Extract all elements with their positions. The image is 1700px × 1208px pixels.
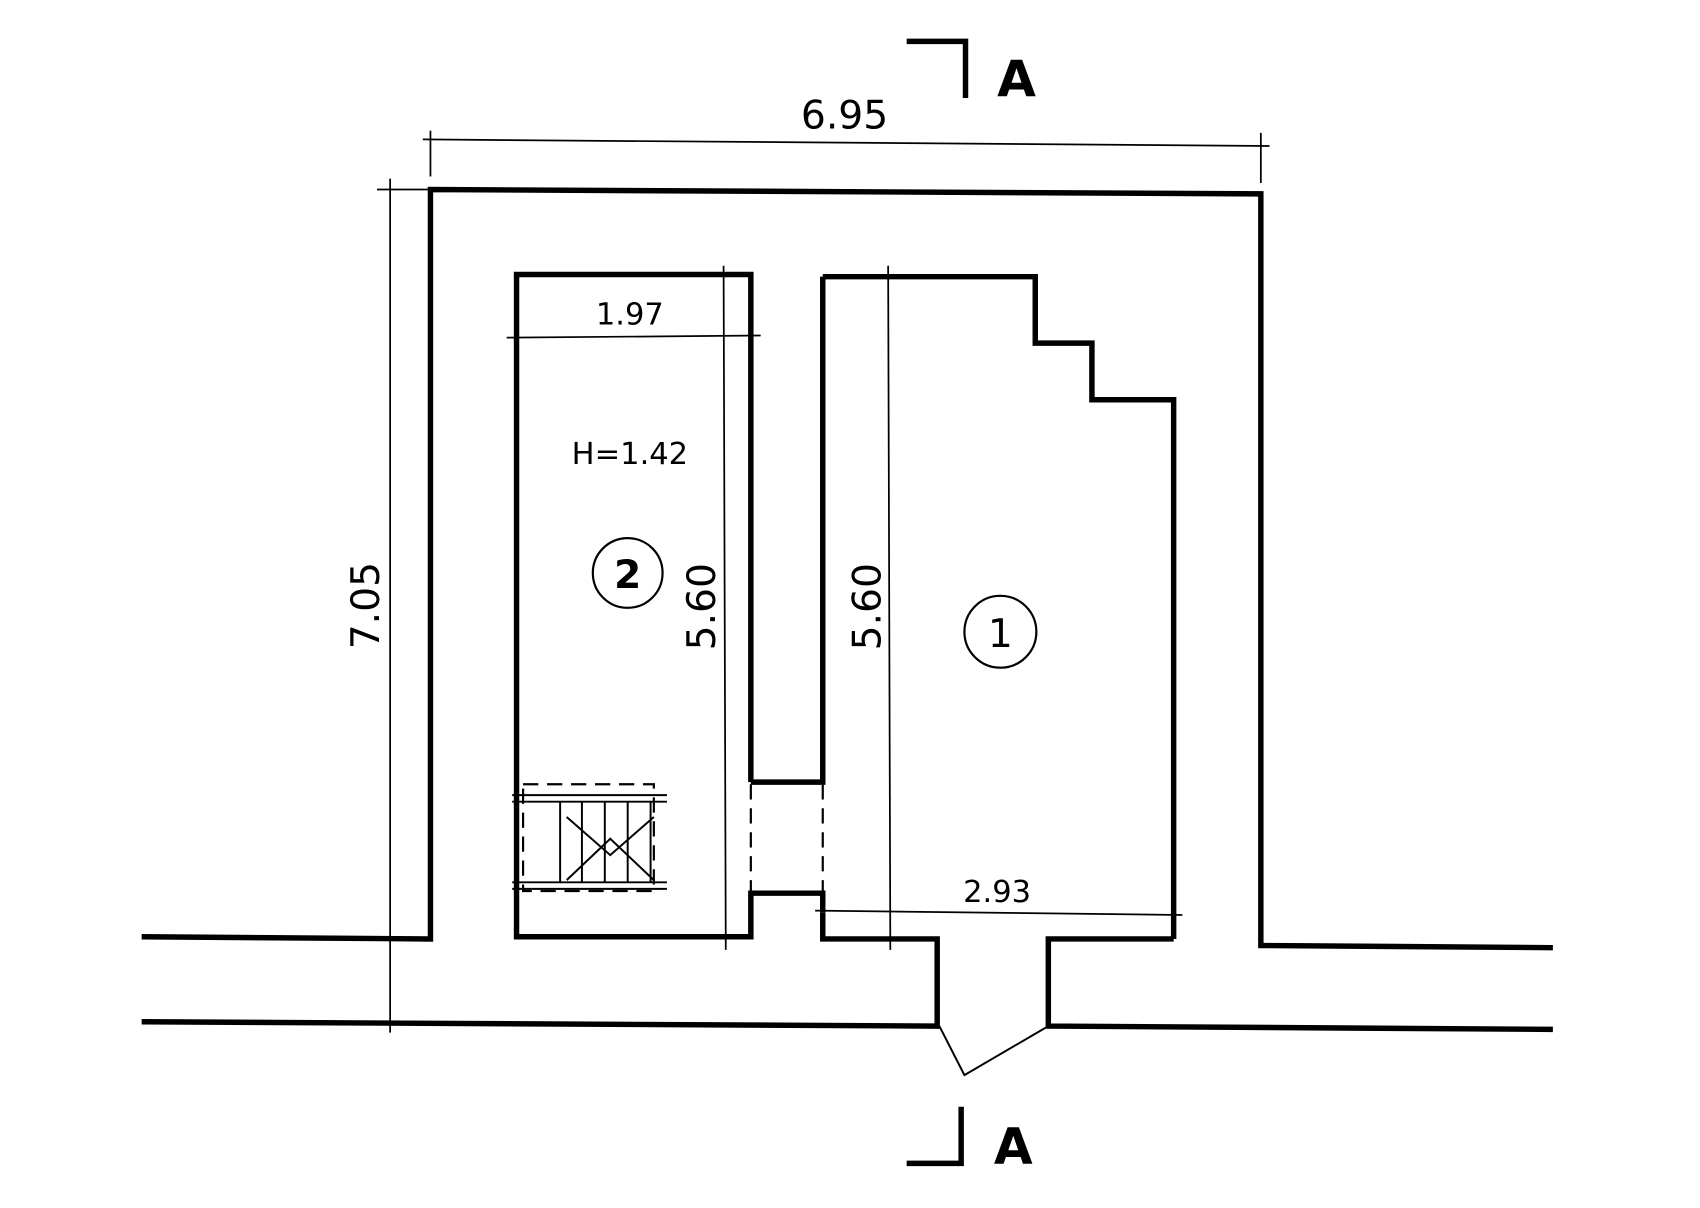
room2-number: 2 [614,553,641,598]
dimension-overall-width: 6.95 [422,94,1270,183]
room1-tag-circle [963,594,1038,669]
dimension-overall-depth: 7.05 [344,178,431,1033]
dim-label: 7.05 [344,562,389,649]
section-marker-bottom: A [906,1106,1033,1175]
dim-label: 5.60 [680,563,725,650]
dim-label: 2.93 [963,875,1031,910]
dimension-room2-width: 1.97 [506,298,761,339]
room1-wall [822,273,1177,939]
room2-wall [513,271,826,940]
dim-label: 6.95 [801,94,888,139]
svg-text:A: A [994,1116,1033,1175]
outer-wall [141,186,1553,951]
dimension-room1-length: 5.60 [846,265,892,950]
dimension-room2-length: 5.60 [680,265,727,950]
dim-label: 5.60 [846,563,891,650]
room1-number: 1 [988,612,1013,657]
front-wall-right [1045,936,1553,1033]
room2-tag-circle [591,537,664,609]
passage-top [750,276,826,785]
svg-text:A: A [997,49,1036,108]
section-marker-top: A [906,38,1036,108]
room2-height-note: H=1.42 [572,437,688,472]
door-swing [938,1025,1049,1077]
dimension-room1-width: 2.93 [815,875,1183,916]
stair-icon [512,783,667,893]
front-wall-left [141,912,940,1029]
dim-label: 1.97 [596,298,664,333]
